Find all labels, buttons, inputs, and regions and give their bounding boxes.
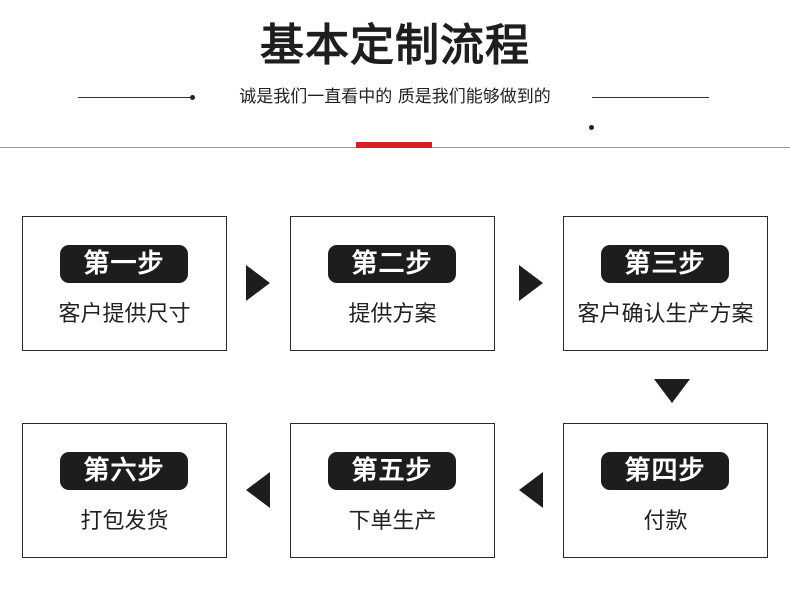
step-2-badge: 第二步 [328, 245, 456, 283]
step-3-label: 客户确认生产方案 [577, 302, 754, 327]
subtitle-divider-right [592, 97, 709, 98]
step-2-box: 第二步 提供方案 [290, 216, 495, 351]
step-1-badge: 第一步 [60, 245, 188, 283]
step-4-label: 付款 [643, 509, 688, 534]
step-6-box: 第六步 打包发货 [22, 423, 227, 558]
step-5-label: 下单生产 [348, 509, 437, 534]
step-2-label: 提供方案 [348, 302, 437, 327]
step-4-box: 第四步 付款 [563, 423, 768, 558]
subtitle-divider-left [78, 97, 190, 98]
header-accent-bar [356, 142, 432, 148]
step-1-label: 客户提供尺寸 [58, 302, 191, 327]
arrow-down-icon [654, 379, 690, 403]
step-6-label: 打包发货 [80, 509, 169, 534]
step-5-box: 第五步 下单生产 [290, 423, 495, 558]
arrow-left-icon [246, 472, 270, 508]
arrow-right-icon [519, 265, 543, 301]
step-3-box: 第三步 客户确认生产方案 [563, 216, 768, 351]
step-5-badge: 第五步 [328, 452, 456, 490]
page-subtitle: 诚是我们一直看中的 质是我们能够做到的 [239, 87, 551, 107]
arrow-left-icon [519, 472, 543, 508]
step-1-box: 第一步 客户提供尺寸 [22, 216, 227, 351]
arrow-right-icon [246, 265, 270, 301]
subtitle-dot-left [190, 95, 195, 100]
page-title: 基本定制流程 [260, 20, 530, 71]
subtitle-dot-right [589, 125, 594, 130]
step-6-badge: 第六步 [60, 452, 188, 490]
step-4-badge: 第四步 [601, 452, 729, 490]
step-3-badge: 第三步 [601, 245, 729, 283]
